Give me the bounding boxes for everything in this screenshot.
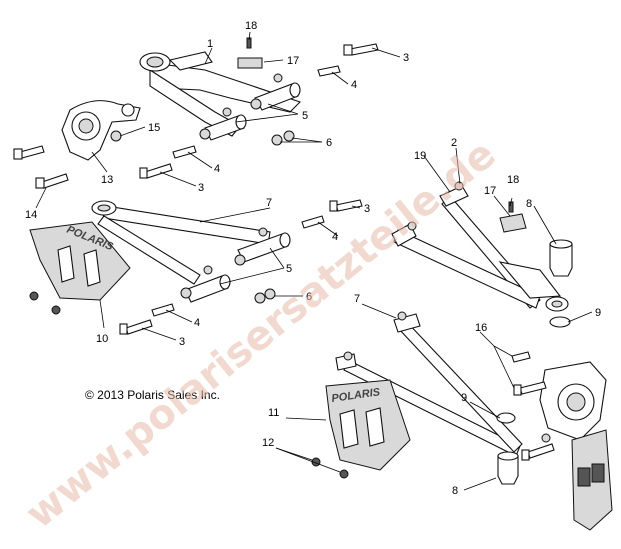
pin-4-lower: [151, 303, 175, 317]
callout-6-top: 6: [326, 137, 332, 149]
ball-joint-8-upper: [549, 239, 573, 277]
pin-4-top: [317, 65, 341, 77]
callout-7-right: 7: [354, 293, 360, 305]
callout-4-lower: 4: [194, 317, 200, 329]
bolt-16: [511, 351, 555, 461]
callout-4-mid: 4: [332, 231, 338, 243]
ball-joint-8-lower: [497, 451, 519, 485]
knuckle-right: [539, 361, 607, 441]
callout-8-lower: 8: [452, 485, 458, 497]
nut-6-top: [271, 130, 295, 146]
skid-guard-right: [325, 379, 411, 471]
callout-15: 15: [148, 122, 160, 134]
screw-18-top: [246, 37, 252, 49]
bolt-14: [13, 145, 69, 189]
callout-13: 13: [101, 174, 113, 186]
copyright-notice: © 2013 Polaris Sales Inc.: [85, 388, 220, 402]
callout-19: 19: [414, 150, 426, 162]
plate-17-right: [499, 213, 527, 233]
snap-ring-9-lower: [496, 412, 516, 424]
callout-3-mid: 3: [364, 203, 370, 215]
callout-16: 16: [475, 322, 487, 334]
snap-ring-9-upper: [549, 316, 571, 328]
callout-10: 10: [96, 333, 108, 345]
callout-9-upper: 9: [595, 307, 601, 319]
callout-18-top: 18: [245, 20, 257, 32]
callout-17-right: 17: [484, 185, 496, 197]
watermark: www.polarisersatzteile.de: [17, 131, 504, 538]
leader-lines: [35, 31, 593, 491]
callout-2: 2: [451, 137, 457, 149]
callout-1: 1: [207, 38, 213, 50]
callout-18-right: 18: [507, 174, 519, 186]
callout-8-upper: 8: [526, 198, 532, 210]
callout-3-left: 3: [198, 182, 204, 194]
callout-11: 11: [268, 407, 279, 419]
bushing-pair-lower-left: [180, 227, 291, 303]
callout-3-lower: 3: [179, 336, 185, 348]
bolt-3-top: [343, 43, 379, 56]
bolt-3-left: [139, 163, 173, 179]
callout-7-left: 7: [266, 197, 272, 209]
knuckle-left: [61, 100, 141, 161]
callout-4-left: 4: [214, 163, 220, 175]
skid-guard-left: [29, 221, 131, 301]
pin-4-left: [172, 145, 197, 159]
brake-caliper: [571, 429, 613, 531]
bolt-3-lower: [119, 319, 153, 335]
callout-5-mid: 5: [286, 263, 292, 275]
upper-a-arm-right: [391, 181, 569, 312]
callout-5-top: 5: [302, 110, 308, 122]
nut-6-mid: [254, 288, 276, 304]
callout-12: 12: [262, 437, 274, 449]
callout-9-lower: 9: [461, 392, 467, 404]
nut-15: [110, 130, 122, 142]
callout-6-mid: 6: [306, 291, 312, 303]
bolt-3-mid: [329, 199, 363, 212]
screw-12-left: [29, 291, 61, 315]
bushing-pair-upper-left: [199, 73, 301, 141]
pin-4-mid: [301, 215, 325, 229]
plate-17-top: [237, 57, 263, 69]
callout-14: 14: [25, 209, 37, 221]
callout-3-top: 3: [403, 52, 409, 64]
callout-4-top: 4: [351, 79, 357, 91]
callout-labels: 1 18 17 3 4 5 6 4 3 15 13 14 7 3 4 5 6 4…: [25, 20, 601, 497]
callout-17-top: 17: [287, 55, 299, 67]
